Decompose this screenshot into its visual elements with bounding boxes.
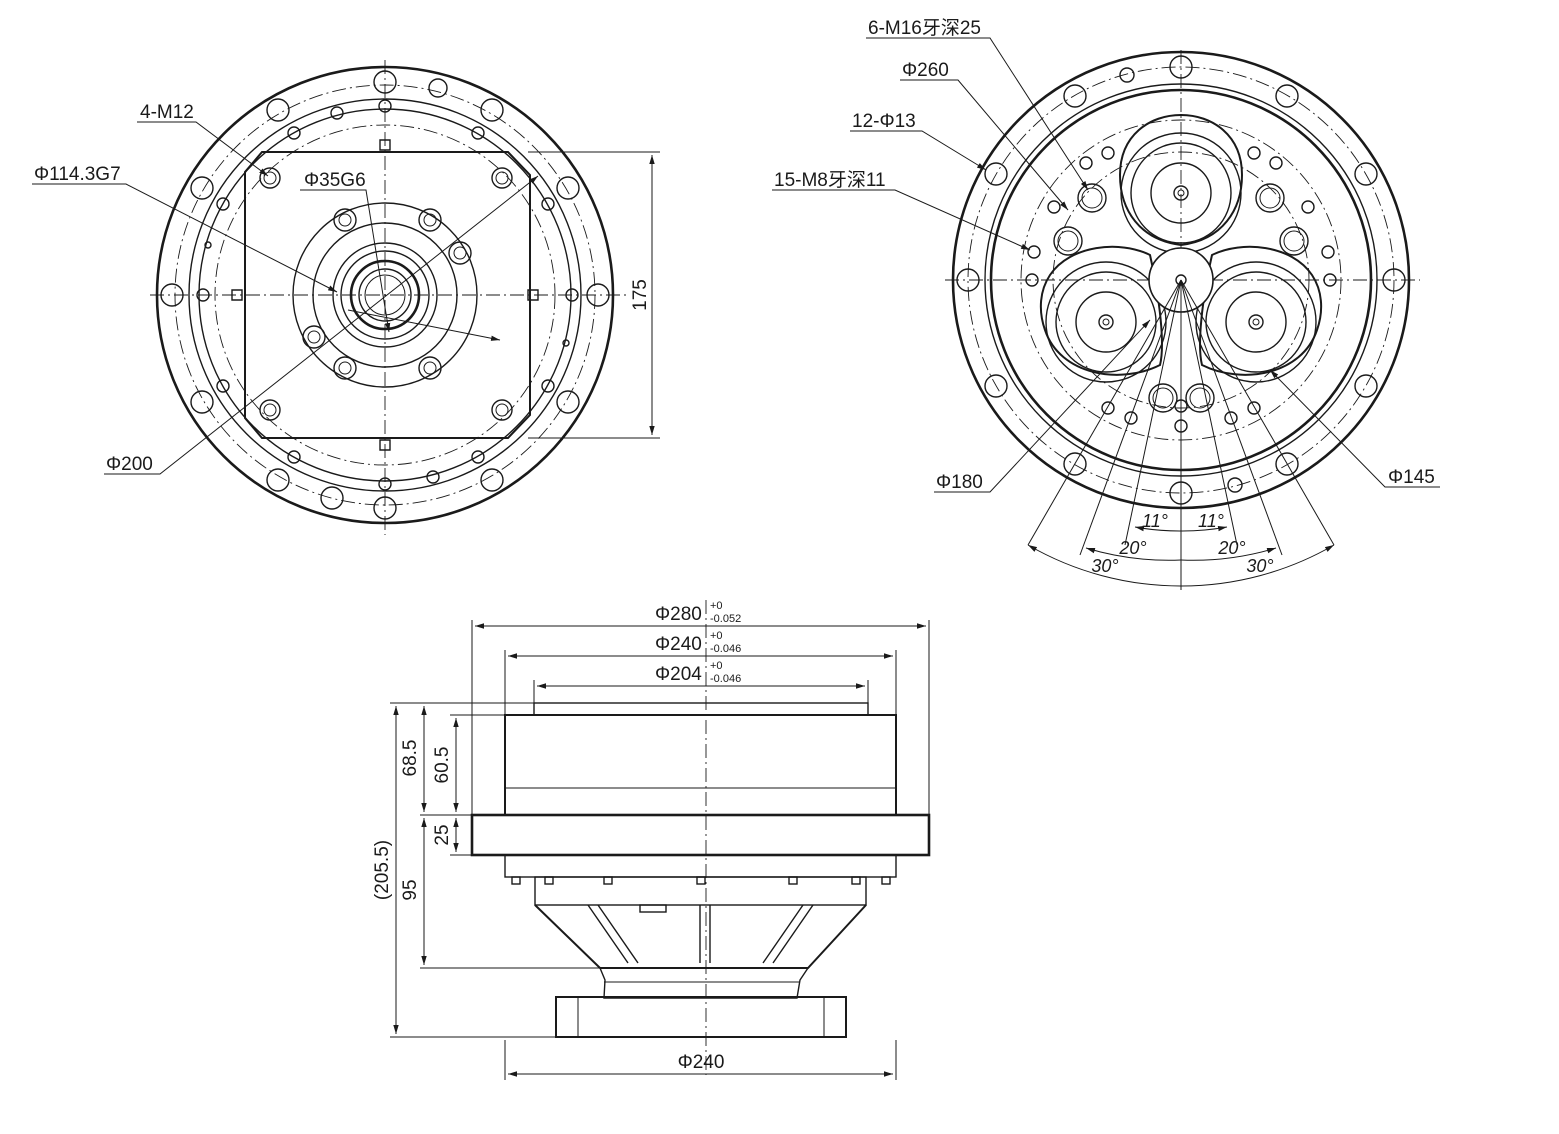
label-95: 95	[400, 879, 421, 900]
label-phi204: Φ204	[655, 664, 702, 685]
label-phi240: Φ240	[655, 634, 702, 655]
side-pilot-204	[533, 702, 869, 716]
side-lower-ring	[504, 854, 897, 878]
side-upper-body	[504, 714, 897, 816]
side-cone-housing	[534, 904, 867, 969]
label-30-left: 30°	[1091, 556, 1118, 576]
arc-20-right	[1180, 547, 1277, 561]
leader-4-m12	[137, 121, 269, 177]
label-phi200: Φ200	[106, 454, 153, 475]
arc-11-right	[1180, 525, 1228, 532]
rear-flange-holes	[956, 55, 1406, 505]
rear-planet-top	[1120, 132, 1242, 254]
rear-carrier-lobe-top	[1118, 113, 1244, 247]
label-11-left: 11°	[1142, 511, 1168, 531]
rear-view: 11° 11° 20° 20° 30° 30° 6-M16牙深25 Φ260 1…	[772, 17, 1440, 590]
label-phi145: Φ145	[1388, 467, 1435, 488]
rear-m16-holes	[1053, 183, 1309, 413]
rear-m8-holes	[1025, 146, 1337, 433]
side-lower-collar	[534, 876, 867, 906]
label-bore-large: Φ114.3G7	[34, 164, 121, 185]
front-flange-step	[188, 98, 582, 492]
front-outer-bolt-holes	[160, 70, 610, 520]
side-plug	[639, 904, 667, 913]
front-boss-screws	[302, 208, 472, 380]
side-neck	[599, 967, 809, 999]
rear-pitch-260	[967, 66, 1395, 494]
label-12-phi13: 12-Φ13	[852, 111, 916, 132]
arc-30-left	[1027, 544, 1182, 587]
label-phi280: Φ280	[655, 604, 702, 625]
side-rib-4	[762, 904, 804, 964]
front-bolt-pitch-circle	[174, 84, 596, 506]
front-view: 175 4-M12 Φ114.3G7 Φ35G6 Φ200	[32, 60, 660, 535]
label-68-5: 68.5	[400, 740, 421, 777]
label-phi240-tol-upper: +0	[710, 630, 723, 642]
leader-phi260	[900, 79, 1069, 211]
side-bolt-heads	[511, 876, 891, 885]
front-boss-mid	[312, 222, 458, 368]
arc-30-right	[1180, 544, 1335, 587]
front-keys	[231, 139, 539, 451]
label-25: 25	[432, 824, 453, 845]
side-motor-flange	[555, 996, 847, 1038]
side-main-flange	[470, 813, 931, 857]
label-11-right: 11°	[1198, 511, 1224, 531]
leader-boss-dia	[347, 309, 501, 341]
label-bore-small: Φ35G6	[304, 170, 366, 191]
label-m16: 6-M16牙深25	[868, 17, 981, 39]
leader-m8	[772, 189, 1031, 251]
side-rib-2	[597, 904, 639, 964]
front-flange-inner	[198, 108, 572, 482]
rear-carrier-lobe-right	[1199, 245, 1323, 376]
rear-angle-rays	[1027, 279, 1335, 590]
leader-phi180	[934, 319, 1151, 493]
front-bore-large	[332, 242, 438, 348]
leader-phi200	[104, 175, 539, 475]
front-shaft-bore	[358, 268, 412, 322]
rear-planet-right	[1195, 261, 1317, 383]
label-175: 175	[630, 279, 651, 311]
front-bore-ring	[340, 250, 430, 340]
label-phi180: Φ180	[936, 472, 983, 493]
side-view: Φ280 +0 -0.052 Φ240 +0 -0.046 Φ204 +0 -0…	[372, 600, 931, 1080]
label-205-5: (205.5)	[372, 840, 393, 900]
label-m8: 15-M8牙深11	[774, 169, 886, 191]
leader-phi145	[1269, 369, 1440, 488]
arc-20-left	[1085, 547, 1182, 561]
front-pitch-circle-200	[214, 124, 556, 466]
label-phi280-tol-upper: +0	[710, 600, 723, 612]
label-4-m12: 4-M12	[140, 102, 194, 123]
front-m12-holes	[259, 167, 513, 421]
front-shaft-core	[364, 274, 406, 316]
label-phi240-base: Φ240	[678, 1052, 725, 1073]
front-boss-outer	[292, 202, 478, 388]
leader-bore-large	[32, 183, 338, 293]
label-20-right: 20°	[1217, 538, 1245, 558]
label-phi260: Φ260	[902, 60, 949, 81]
label-phi280-tol-lower: -0.052	[710, 613, 741, 625]
label-phi240-tol-lower: -0.046	[710, 643, 741, 655]
front-square-flange	[244, 151, 531, 439]
leader-m16	[866, 37, 1089, 191]
label-60-5: 60.5	[432, 747, 453, 784]
leader-12-phi13	[850, 130, 987, 171]
label-20-left: 20°	[1118, 538, 1146, 558]
label-30-right: 30°	[1246, 556, 1273, 576]
front-outer-flange	[155, 65, 615, 525]
label-phi204-tol-lower: -0.046	[710, 673, 741, 685]
leader-bore-small	[300, 189, 391, 333]
side-rib-3	[772, 904, 814, 964]
arc-11-left	[1134, 525, 1182, 532]
label-phi204-tol-upper: +0	[710, 660, 723, 672]
front-inner-bolt-holes	[196, 99, 579, 491]
rear-carrier-lobe-left	[1039, 245, 1163, 376]
side-rib-1	[587, 904, 629, 964]
